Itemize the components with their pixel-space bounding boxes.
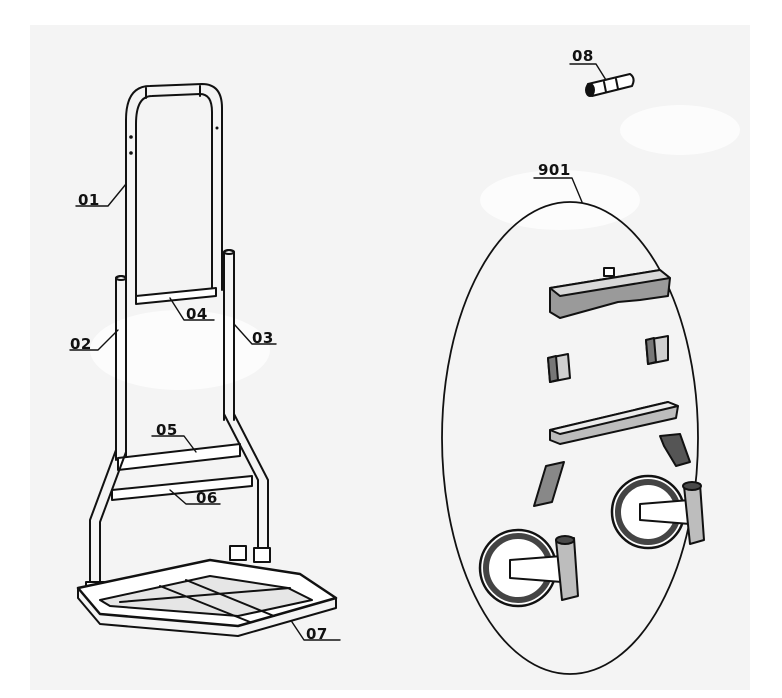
wheel-upper bbox=[610, 474, 705, 550]
upper-handle-part bbox=[125, 83, 223, 301]
wheel-set-outline bbox=[441, 201, 699, 675]
side-tube-left-part bbox=[115, 275, 127, 461]
label-part-01: 01 bbox=[78, 191, 100, 209]
label-part-02: 02 bbox=[70, 335, 92, 353]
label-part-05: 05 bbox=[156, 421, 178, 439]
label-part-04: 04 bbox=[186, 305, 208, 323]
foot-plate-part bbox=[76, 558, 338, 637]
wheel-lower bbox=[478, 528, 579, 608]
label-part-06: 06 bbox=[196, 489, 218, 507]
side-tube-right-part bbox=[223, 249, 235, 421]
label-part-901: 901 bbox=[538, 161, 571, 179]
crossbar-04-part bbox=[135, 287, 217, 305]
crossbar-05-part bbox=[117, 443, 241, 471]
pin-08-part bbox=[585, 73, 635, 97]
leader-lines bbox=[69, 63, 607, 641]
crossbar-06-part bbox=[111, 475, 253, 501]
label-part-03: 03 bbox=[252, 329, 274, 347]
label-part-07: 07 bbox=[306, 625, 328, 643]
label-part-08: 08 bbox=[572, 47, 594, 65]
wheel-set-components bbox=[478, 267, 705, 608]
